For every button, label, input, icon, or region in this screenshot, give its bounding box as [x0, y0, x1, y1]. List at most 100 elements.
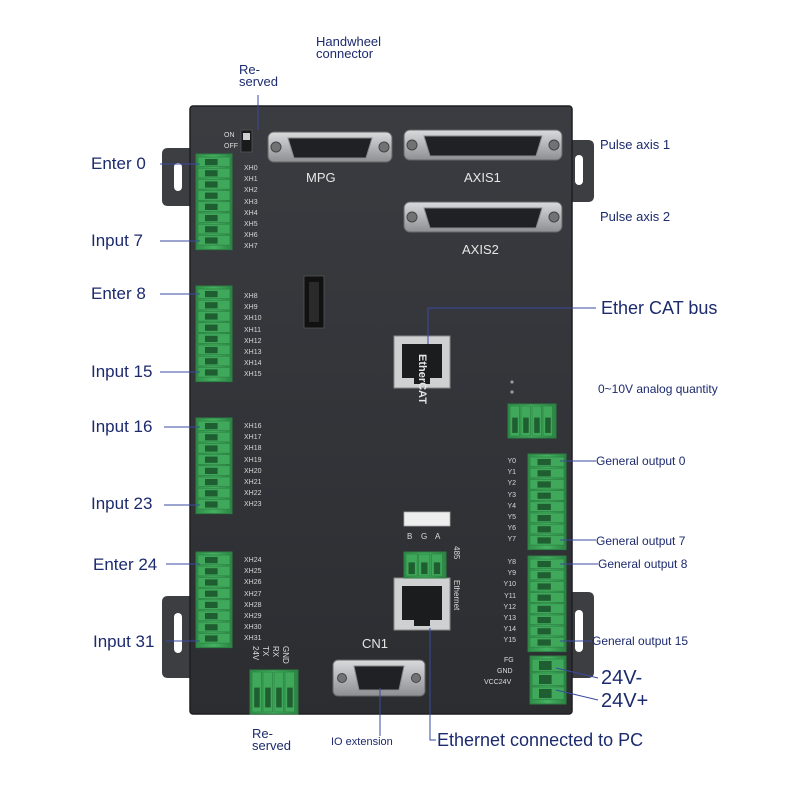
terminal-screw-hole [205, 601, 218, 608]
input15-callout: Input 15 [91, 362, 153, 381]
terminal-screw-hole [408, 562, 415, 575]
terminal-screw-hole [205, 369, 218, 376]
ethercat-rj45-port [393, 335, 451, 389]
leader-lines [160, 95, 599, 741]
terminal-screw-hole [205, 579, 218, 586]
terminal-screw-hole [205, 347, 218, 354]
input-pins-xh24-xh31: XH24 XH25 XH26 XH27 XH28 XH29 XH30 XH31 [244, 555, 262, 645]
ethernet-pc-callout: Ethernet connected to PC [437, 730, 644, 750]
terminal-screw-hole [205, 624, 218, 631]
pulse-axis2-callout: Pulse axis 2 [600, 209, 671, 224]
pin-label: XH22 [244, 490, 262, 498]
callout-line: Re- [239, 62, 260, 77]
terminal-screw-hole [523, 417, 529, 433]
terminal-screw-hole [205, 170, 218, 177]
terminal-block-xh16-xh23 [195, 417, 233, 515]
pin-label: XH4 [244, 209, 258, 217]
terminal-screw-hole [205, 159, 218, 166]
terminal-screw-hole [537, 639, 551, 646]
input-pins-xh16-xh23: XH16 XH17 XH18 XH19 XH20 XH21 XH22 XH23 [244, 421, 262, 511]
pin-label: Y12 [503, 603, 516, 611]
input-pins-xh8-xh15: XH8 XH9 XH10 XH11 XH12 XH13 XH14 XH15 [244, 291, 262, 381]
terminal-screw-hole [205, 358, 218, 365]
fg-label: FG [504, 657, 514, 664]
input31-callout: Input 31 [93, 632, 155, 651]
pin-label: Y8 [507, 559, 516, 566]
pin-label: XH8 [244, 293, 258, 300]
terminal-screw-hole [537, 492, 551, 499]
analog-callout: 0~10V analog quantity [598, 382, 718, 396]
pin-label: Y10 [503, 581, 516, 589]
24v-minus-callout: 24V- [601, 667, 643, 689]
axis2-label: AXIS2 [462, 242, 499, 257]
axis2-dsub-connector [403, 201, 563, 233]
serial-gnd-label: GND [281, 646, 290, 664]
terminal-screw-hole [205, 479, 218, 486]
terminal-screw-hole [537, 561, 551, 568]
ethernet-label: Ethernet [452, 580, 461, 611]
pin-label: Y4 [507, 502, 516, 510]
input7-callout: Input 7 [91, 231, 143, 250]
terminal-block-xh8-xh15 [195, 285, 233, 383]
general-output0-callout: General output 0 [596, 454, 686, 468]
pin-label: XH25 [244, 568, 262, 576]
terminal-screw-hole [205, 203, 218, 210]
rs485-label: 485 [452, 546, 461, 560]
pin-label: Y6 [507, 525, 516, 533]
pin-label: XH12 [244, 337, 262, 345]
output-pins-y8-y15: Y8 Y9 Y10 Y11 Y12 Y13 Y14 Y15 [494, 557, 516, 647]
pin-label: XH16 [244, 423, 262, 430]
terminal-block-xh24-xh31 [195, 551, 233, 649]
terminal-screw-hole [205, 568, 218, 575]
terminal-screw-hole [537, 572, 551, 579]
pin-label: Y13 [503, 614, 516, 622]
pin-label: XH5 [244, 220, 258, 228]
terminal-screw-hole [205, 467, 218, 474]
24v-plus-callout: 24V+ [601, 690, 649, 712]
handwheel-connector-callout: Handwheel connector [316, 35, 381, 61]
pin-label: XH7 [244, 243, 258, 251]
terminal-screw-hole [539, 661, 552, 670]
pin-label: XH2 [244, 187, 258, 195]
serial-rx-label: RX [271, 646, 280, 658]
board-housing [190, 106, 572, 714]
serial-tx-label: TX [261, 646, 270, 657]
terminal-screw-hole [205, 590, 218, 597]
terminal-screw-hole [421, 562, 428, 575]
terminal-screw-hole [205, 445, 218, 452]
pin-label: Y5 [507, 513, 516, 521]
pin-label: Y7 [507, 536, 516, 544]
ethercat-bus-callout: Ether CAT bus [601, 298, 718, 318]
pin-label: XH19 [244, 456, 262, 464]
terminal-screw-hole [545, 417, 551, 433]
callout-line: connector [316, 46, 374, 61]
terminal-screw-hole [205, 635, 218, 642]
terminal-block-analog [507, 403, 557, 439]
terminal-screw-hole [537, 605, 551, 612]
terminal-screw-hole [537, 459, 551, 466]
input23-callout: Input 23 [91, 494, 153, 513]
axis1-dsub-connector [403, 129, 563, 161]
rs485-b-label: B [407, 532, 413, 541]
terminal-screw-hole [537, 583, 551, 590]
white-header [403, 511, 451, 527]
pin-label: Y1 [507, 469, 516, 477]
vcc24v-label: VCC24V [484, 679, 512, 686]
terminal-screw-hole [205, 291, 218, 298]
terminal-screw-hole [205, 335, 218, 342]
terminal-screw-hole [254, 687, 260, 708]
cn1-label: CN1 [362, 636, 389, 651]
terminal-screw-hole [539, 689, 552, 698]
pin-label: XH3 [244, 198, 258, 206]
terminal-screw-hole [537, 515, 551, 522]
switch-on-label: ON [224, 132, 235, 139]
pin-label: Y3 [507, 491, 516, 499]
pin-label: XH14 [244, 360, 262, 368]
pin-label: Y15 [503, 637, 516, 645]
terminal-screw-hole [537, 470, 551, 477]
terminal-block-power [529, 655, 567, 705]
pin-label: XH13 [244, 348, 262, 356]
ethernet-rj45-port [393, 577, 451, 631]
pin-label: XH15 [244, 371, 262, 379]
pin-label: XH1 [244, 176, 258, 184]
